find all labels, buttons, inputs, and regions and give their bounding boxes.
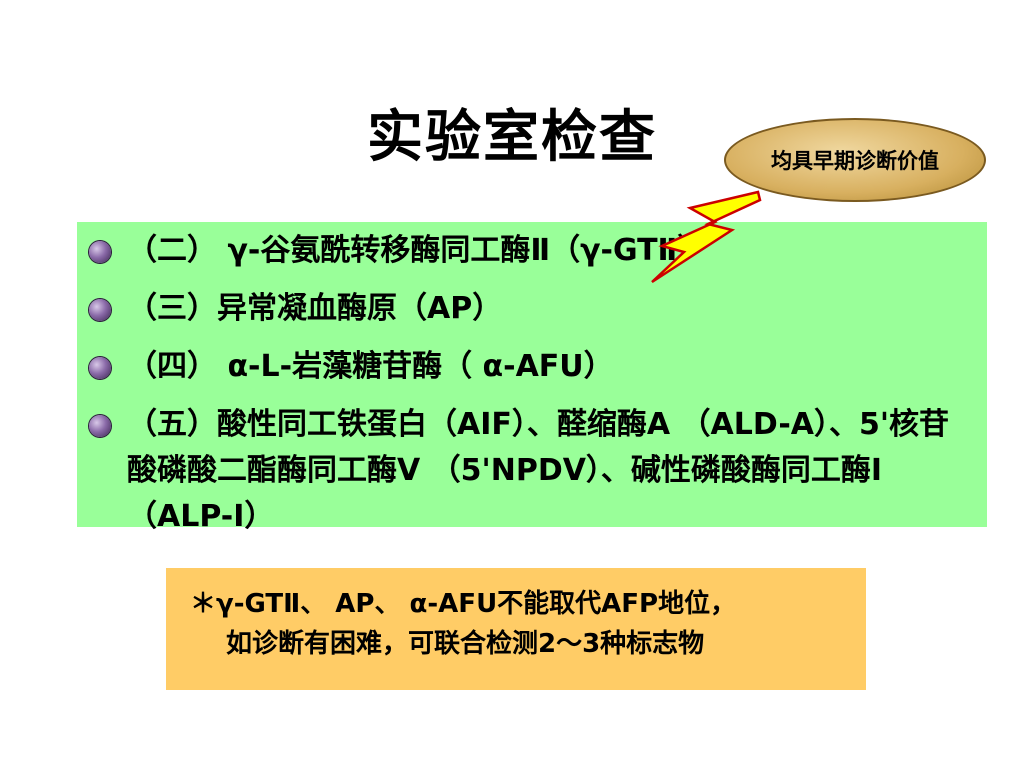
bullet-item: （三）异常凝血酶原（AP）	[85, 286, 975, 332]
bullet-item: （二） γ-谷氨酰转移酶同工酶Ⅱ（γ-GTⅡ）	[85, 228, 975, 274]
bullet-sphere-icon	[89, 357, 111, 379]
callout-bubble: 均具早期诊断价值	[724, 118, 986, 202]
bullet-list: （二） γ-谷氨酰转移酶同工酶Ⅱ（γ-GTⅡ） （三）异常凝血酶原（AP） （四…	[85, 228, 975, 552]
bullet-sphere-icon	[89, 299, 111, 321]
note-panel	[166, 568, 866, 690]
bullet-sphere-icon	[89, 241, 111, 263]
bullet-text: （三）异常凝血酶原（AP）	[127, 291, 503, 326]
note-text: ＊γ-GTⅡ、 AP、 α-AFU不能取代AFP地位， 如诊断有困难，可联合检测…	[190, 584, 860, 664]
note-line-1: ＊γ-GTⅡ、 AP、 α-AFU不能取代AFP地位，	[190, 589, 737, 619]
bullet-text: （五）酸性同工铁蛋白（AIF）、醛缩酶A （ALD-A）、5'核苷酸磷酸二酯酶同…	[127, 407, 950, 534]
note-line-2: 如诊断有困难，可联合检测2～3种标志物	[226, 629, 705, 659]
callout-text: 均具早期诊断价值	[771, 148, 939, 173]
bullet-text: （四） α-L-岩藻糖苷酶（ α-AFU）	[127, 349, 614, 384]
bullet-text: （二） γ-谷氨酰转移酶同工酶Ⅱ（γ-GTⅡ）	[127, 233, 708, 268]
slide-title: 实验室检查	[367, 104, 657, 170]
bullet-panel	[77, 222, 987, 527]
bullet-item: （五）酸性同工铁蛋白（AIF）、醛缩酶A （ALD-A）、5'核苷酸磷酸二酯酶同…	[85, 402, 975, 540]
bullet-item: （四） α-L-岩藻糖苷酶（ α-AFU）	[85, 344, 975, 390]
bullet-sphere-icon	[89, 415, 111, 437]
